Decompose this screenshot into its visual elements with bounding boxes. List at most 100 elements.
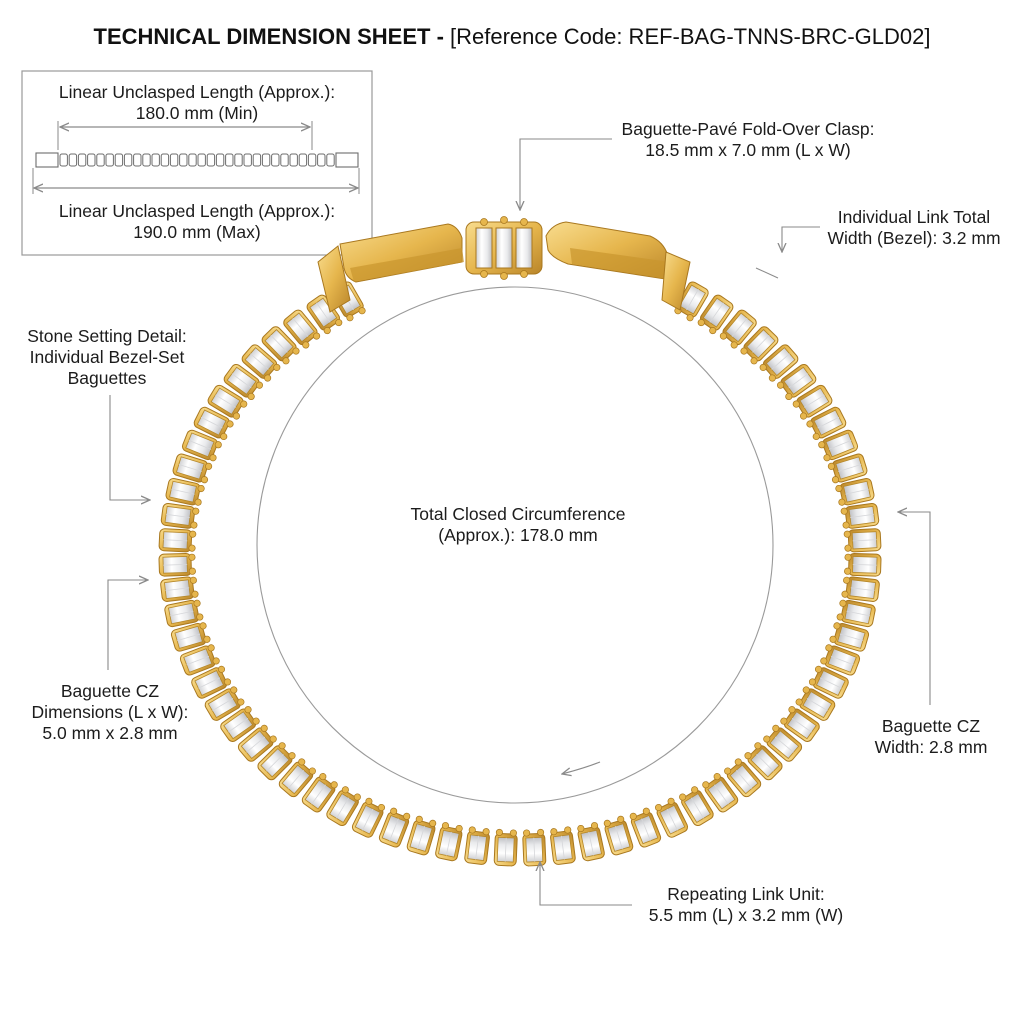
flat-link: [215, 153, 225, 167]
clasp-prong: [480, 270, 488, 278]
bracelet-link: [237, 724, 277, 762]
clasp-prong: [520, 218, 528, 226]
bracelet-link: [223, 363, 264, 401]
flat-link: [123, 153, 133, 167]
bracelet-link: [164, 599, 204, 628]
link-width-callout-value: Width (Bezel): 3.2 mm: [827, 228, 1001, 248]
flat-link: [59, 153, 68, 167]
bracelet-link: [808, 665, 849, 699]
flat-link: [252, 153, 262, 167]
bracelet-link: [835, 477, 875, 506]
bracelet-link: [843, 528, 882, 553]
flat-link: [225, 153, 234, 167]
bracelet-link: [435, 822, 463, 862]
leader-cz-dimensions: [107, 580, 148, 670]
circumference-title: Total Closed Circumference: [410, 504, 626, 524]
bracelet-link: [654, 797, 689, 838]
cz-dimensions-callout: Baguette CZ Dimensions (L x W): 5.0 mm x…: [10, 681, 210, 744]
clasp-left-lip: [350, 248, 464, 282]
bracelet-link: [780, 706, 820, 742]
leader-link-unit: [540, 862, 632, 906]
bracelet-link: [629, 807, 662, 848]
cz-dimensions-title: Baguette CZ: [60, 681, 160, 701]
cz-dimensions-value: 5.0 mm x 2.8 mm: [42, 723, 178, 743]
bracelet-link: [261, 326, 300, 365]
bracelet-link: [283, 309, 321, 349]
bracelet-link: [697, 294, 734, 335]
bracelet-link: [181, 429, 222, 462]
bracelet-link: [827, 453, 868, 484]
bracelet-link: [158, 552, 196, 577]
clasp-right-lip: [570, 248, 672, 280]
bracelet-link: [165, 477, 205, 506]
flat-link: [77, 153, 87, 167]
title-bold: TECHNICAL DIMENSION SHEET -: [93, 24, 444, 49]
min-length-label: Linear Unclasped Length (Approx.): 180.0…: [22, 82, 372, 124]
circumference-arrow: [562, 761, 601, 774]
bracelet-link: [719, 309, 757, 349]
flat-link: [206, 153, 216, 167]
flat-clasp-left: [35, 152, 59, 168]
bracelet-link: [204, 686, 245, 721]
clasp-stone-2: [495, 227, 513, 269]
stone-setting-detail: Individual Bezel-Set: [29, 347, 185, 367]
bracelet-link: [170, 622, 211, 652]
flat-link: [68, 153, 78, 167]
bracelet-link: [795, 686, 836, 721]
flat-link: [133, 153, 142, 167]
flat-link: [289, 153, 298, 167]
bracelet-link: [844, 552, 882, 577]
bracelet-link: [820, 644, 861, 676]
bracelet-link: [326, 786, 361, 827]
link-width-callout-title: Individual Link Total: [837, 207, 991, 227]
circumference-value: (Approx.): 178.0 mm: [438, 525, 598, 545]
bracelet-link: [172, 453, 213, 484]
reference-code: [Reference Code: REF-BAG-TNNS-BRC-GLD02]: [450, 24, 931, 49]
cz-dimensions-subtitle: Dimensions (L x W):: [31, 702, 189, 722]
clasp-left-hinge: [317, 245, 351, 313]
flat-link: [298, 153, 308, 167]
clasp-stone-3: [515, 227, 533, 269]
flat-link: [151, 153, 160, 167]
flat-link: [307, 153, 317, 167]
bracelet-link: [464, 826, 490, 865]
flat-link: [188, 153, 197, 167]
bracelet-link: [220, 706, 260, 742]
bracelet-link: [763, 724, 803, 762]
bracelet-link: [493, 828, 518, 867]
flat-link: [326, 153, 335, 167]
bracelet-link: [301, 773, 338, 813]
clasp-prong: [500, 272, 508, 280]
bracelet-illustration: [158, 281, 882, 867]
flat-link: [317, 153, 326, 167]
bracelet-link: [702, 773, 739, 813]
flat-link: [169, 153, 179, 167]
bracelet-link: [806, 406, 847, 441]
flat-link: [271, 153, 280, 167]
bracelet-link: [679, 786, 714, 827]
flat-bracelet-icon: [35, 152, 359, 168]
stone-setting-callout: Stone Setting Detail: Individual Bezel-S…: [12, 326, 202, 389]
cz-width-value: Width: 2.8 mm: [874, 737, 988, 757]
bracelet-link: [550, 826, 576, 865]
cz-width-title: Baguette CZ: [881, 716, 981, 736]
fold-over-clasp: [317, 216, 691, 313]
bracelet-link: [836, 599, 876, 628]
bracelet-link: [829, 622, 870, 652]
bracelet-link: [776, 363, 817, 401]
link-unit-title: Repeating Link Unit:: [667, 884, 825, 904]
bracelet-link: [191, 665, 232, 699]
link-width-callout: Individual Link Total Width (Bezel): 3.2…: [814, 207, 1014, 249]
bracelet-link: [603, 815, 634, 856]
clasp-callout-title: Baguette-Pavé Fold-Over Clasp:: [621, 119, 875, 139]
link-width-bracket: [755, 267, 779, 279]
clasp-stone-1: [475, 227, 493, 269]
flat-link: [234, 153, 243, 167]
bracelet-link: [193, 406, 234, 441]
clasp-callout-value: 18.5 mm x 7.0 mm (L x W): [645, 140, 851, 160]
min-length-title: Linear Unclasped Length (Approx.):: [58, 82, 336, 102]
bracelet-link: [840, 502, 880, 529]
bracelet-link: [179, 644, 220, 676]
flat-link: [142, 153, 151, 167]
stone-setting-title: Stone Setting Detail:: [27, 326, 187, 346]
